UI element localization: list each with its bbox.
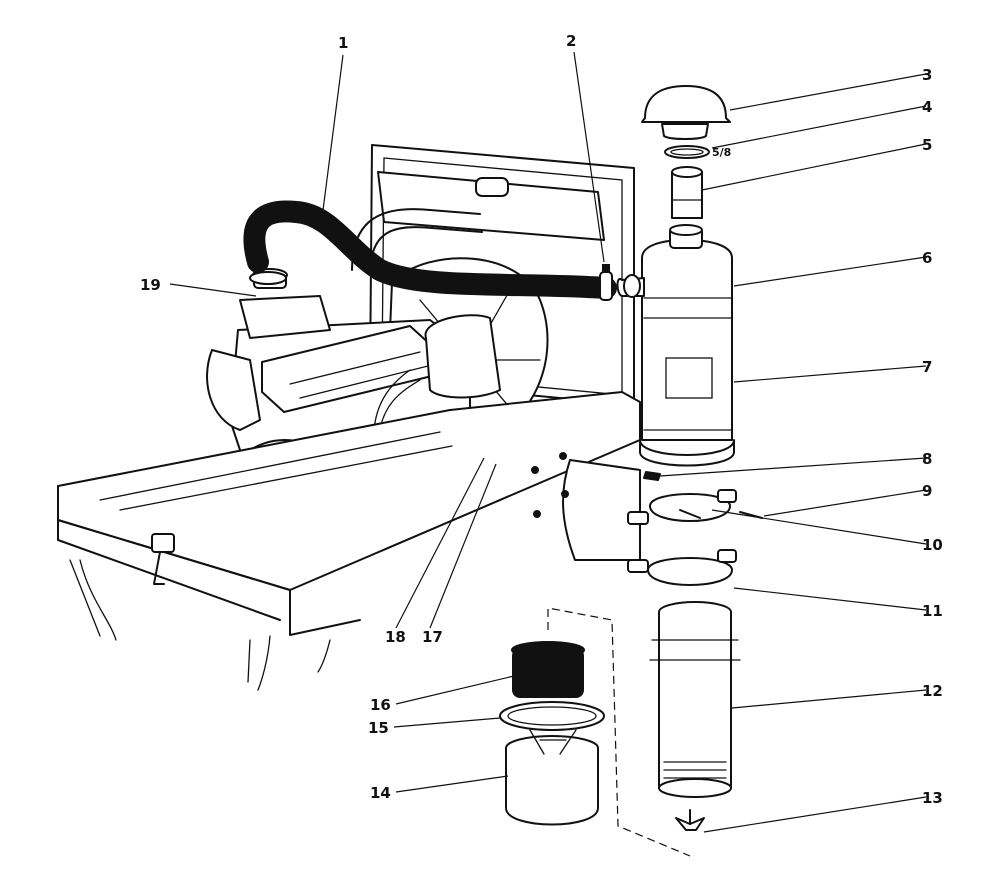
callout-9: 9 xyxy=(922,482,932,500)
callout-8: 8 xyxy=(922,450,932,468)
callout-15: 15 xyxy=(368,719,389,737)
callout-10: 10 xyxy=(922,536,943,554)
callout-17: 17 xyxy=(422,628,443,646)
callout-3: 3 xyxy=(922,66,932,84)
callout-labels: 1 2 3 4 5/8 5 6 7 8 9 10 11 12 13 14 15 … xyxy=(140,32,943,807)
engine-assembly xyxy=(57,144,641,691)
air-cleaner-assembly xyxy=(616,85,763,831)
oil-cup-assembly xyxy=(499,641,605,826)
part-7-label-plate xyxy=(665,357,713,399)
callout-16: 16 xyxy=(370,696,391,714)
callout-12: 12 xyxy=(922,682,943,700)
callout-19: 19 xyxy=(140,276,161,294)
callout-14: 14 xyxy=(370,784,391,802)
part-16-element xyxy=(512,648,584,698)
callout-11: 11 xyxy=(922,602,943,620)
part-3-cap xyxy=(641,85,731,123)
part-15-ring xyxy=(499,701,605,731)
assembly-dashed-line xyxy=(547,607,691,857)
callout-13: 13 xyxy=(922,789,943,807)
callout-1: 1 xyxy=(338,34,348,52)
part-2-clamp xyxy=(599,264,613,301)
part-5-tube xyxy=(671,171,703,219)
leader-lines xyxy=(169,51,927,833)
callout-5: 5 xyxy=(922,136,932,154)
callout-2: 2 xyxy=(566,32,576,50)
callout-7: 7 xyxy=(922,358,932,376)
part-1-hose xyxy=(243,200,617,299)
part-10-clamp xyxy=(649,493,731,522)
callout-18: 18 xyxy=(385,628,406,646)
callout-4-note: 5/8 xyxy=(712,146,731,159)
callout-6: 6 xyxy=(922,249,932,267)
part-6-body xyxy=(641,239,733,441)
part-11-clamp xyxy=(647,557,733,586)
callout-4: 4 xyxy=(922,98,932,116)
